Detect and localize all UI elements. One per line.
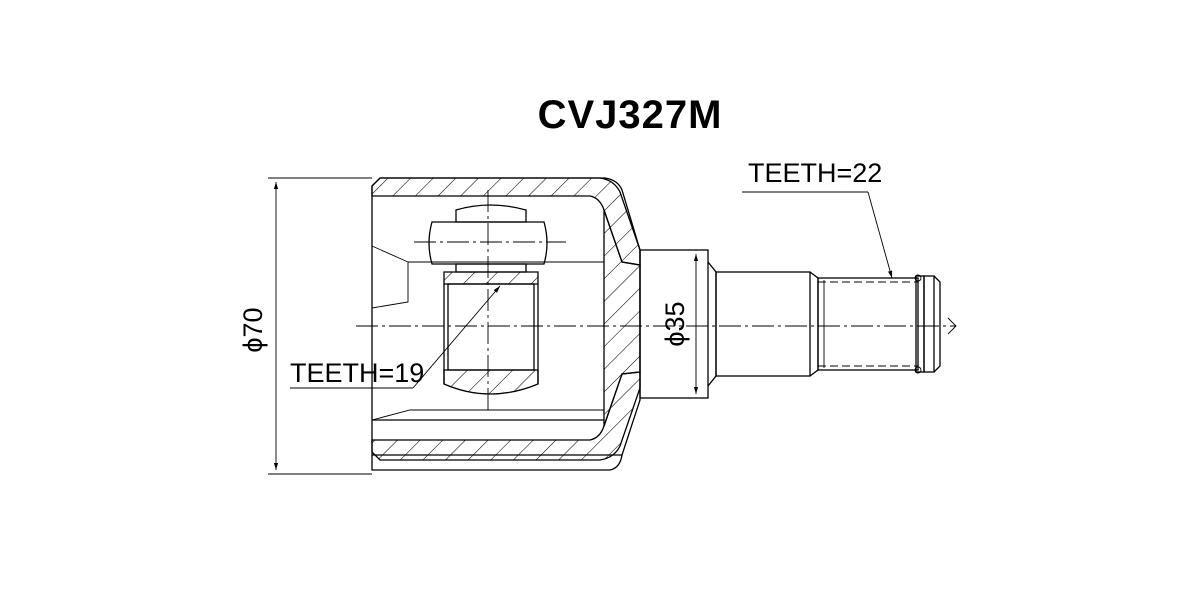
shaft-end-mark	[947, 317, 957, 335]
leader-teeth-22: TEETH=22	[742, 158, 893, 279]
label-teeth-19: TEETH=19	[290, 358, 424, 388]
dimension-phi70: ϕ70	[238, 177, 372, 475]
output-shaft	[639, 249, 941, 399]
drawing-title: CVJ327M	[538, 93, 723, 137]
outer-housing	[371, 177, 641, 471]
spider-body	[443, 271, 539, 395]
dimension-phi35: ϕ35	[660, 254, 699, 394]
label-teeth-22: TEETH=22	[748, 158, 882, 188]
leader-teeth-19: TEETH=19	[290, 285, 501, 389]
dim-label-phi35: ϕ35	[660, 301, 690, 346]
dim-label-phi70: ϕ70	[238, 307, 268, 352]
